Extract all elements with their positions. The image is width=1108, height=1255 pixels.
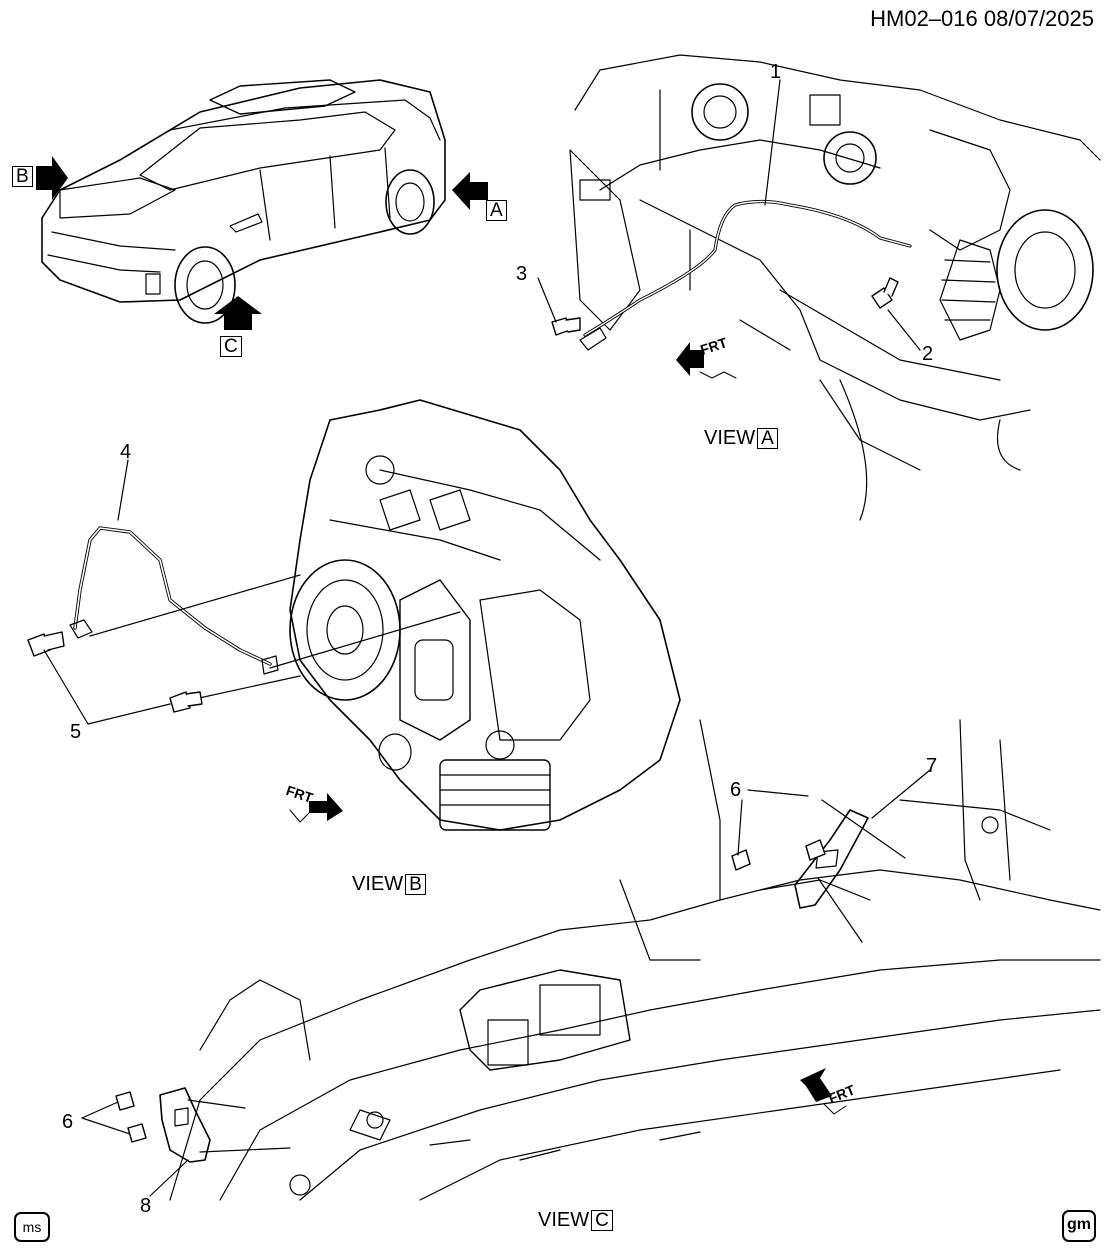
callout-6-upper: 6	[730, 779, 742, 801]
drawing-code: HM02–016 08/07/2025	[870, 6, 1094, 31]
callout-1: 1	[770, 61, 782, 83]
frt-arrow-icon	[309, 342, 832, 1102]
vehicle-arrow-b-label: B	[10, 166, 33, 187]
callout-leaders	[43, 79, 931, 1197]
callout-8: 8	[140, 1195, 152, 1217]
bolt-icon	[115, 839, 826, 1143]
view-c-artwork	[159, 719, 1101, 1201]
callout-6-lower: 6	[62, 1111, 74, 1133]
callout-7: 7	[926, 755, 938, 777]
view-arrow-icon	[36, 156, 488, 330]
callout-3: 3	[516, 263, 528, 285]
bolt-icon	[27, 631, 203, 713]
callout-5: 5	[70, 721, 82, 743]
vehicle-suv-icon	[41, 79, 446, 324]
view-b-artwork	[69, 399, 681, 831]
vehicle-arrow-c-label: C	[218, 336, 242, 357]
bolt-icon	[551, 277, 899, 336]
view-a-artwork	[569, 54, 1101, 521]
callout-4: 4	[120, 441, 132, 463]
ms-logo: ms	[14, 1212, 50, 1242]
gm-logo: gm	[1062, 1210, 1096, 1242]
vehicle-arrow-a-label: A	[484, 200, 507, 221]
callout-2: 2	[922, 343, 934, 365]
